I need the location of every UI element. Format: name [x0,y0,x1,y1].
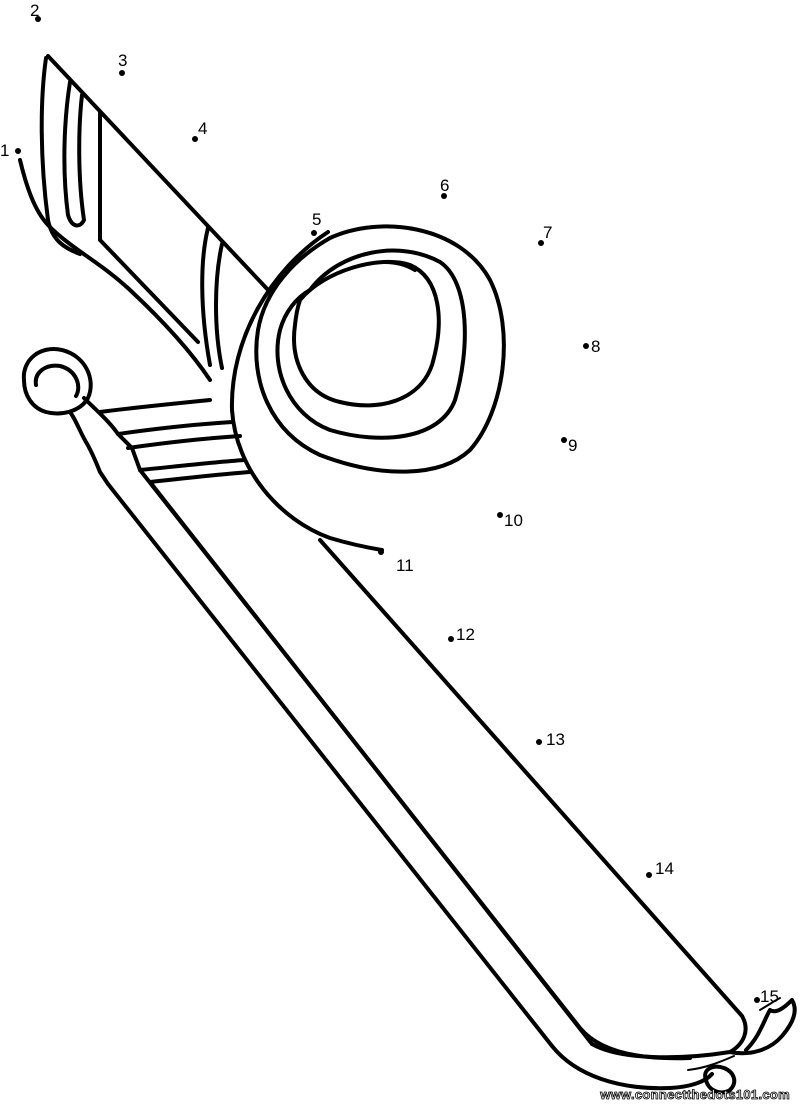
dot-label-3: 3 [118,51,127,70]
dot-1[interactable] [15,148,21,154]
bell-rim-outer [254,224,506,474]
slide-outer-right [138,468,692,1061]
slide-wide-bottom [590,1042,732,1060]
upper-tube-inner-band [200,226,212,367]
crossbar-1 [98,398,212,414]
slide-wide-left [148,480,594,1046]
dot-label-6: 6 [440,176,449,195]
upper-tube-stripe-3 [98,110,200,344]
mouthpiece-inner [33,363,81,398]
dot-11[interactable] [378,549,384,555]
crossbar-4 [138,458,246,472]
upper-tube-stripe-1 [39,56,82,256]
crossbar-3 [126,434,242,450]
dot-7[interactable] [538,240,544,246]
dot-label-15: 15 [760,987,779,1006]
dot-10[interactable] [497,512,503,518]
dot-15[interactable] [754,997,760,1003]
crossbar-2 [116,420,234,436]
dot-6[interactable] [441,193,447,199]
slide-end-detail-2 [759,997,781,1011]
dot-label-11: 11 [396,556,414,575]
dot-label-7: 7 [543,223,552,242]
dot-label-8: 8 [591,337,600,356]
dot-5[interactable] [311,230,317,236]
dot-label-1: 1 [0,141,9,160]
bell-inner-highlight [383,260,417,272]
dot-label-2: 2 [30,1,39,20]
bell-inner-opening [292,260,441,408]
slide-end-hook [728,998,797,1056]
slide-end-detail [687,1055,735,1071]
dot-label-4: 4 [198,119,207,138]
mouthpiece-shank [68,410,110,486]
dot-9[interactable] [561,437,567,443]
dot-4[interactable] [192,136,198,142]
slide-outer-left [106,482,714,1091]
dot-label-5: 5 [312,210,321,229]
slide-end-cap [703,1064,737,1095]
upper-tube-inner-band-2 [214,242,224,370]
dot-13[interactable] [536,739,542,745]
dot-label-12: 12 [456,625,475,644]
dot-label-13: 13 [546,730,565,749]
upper-tube-top-edge [46,54,272,294]
dot-2[interactable] [35,16,41,22]
crossbar-5 [148,470,252,484]
dot-label-14: 14 [655,859,674,878]
mouthpiece-cup [21,347,93,416]
bell-ring-outer [229,230,384,552]
dot-12[interactable] [448,636,454,642]
site-credit: www.connectthedots101.com [600,1087,790,1103]
dot-group: 1 2 3 4 5 6 7 8 9 10 11 12 13 [0,1,779,1006]
bell-outer-left-curve [18,158,212,382]
dot-8[interactable] [583,343,589,349]
dot-label-10: 10 [504,511,523,530]
bell-rim-middle [275,248,467,440]
dot-3[interactable] [119,70,125,76]
slide-wide-right [318,538,748,1054]
upper-tube-stripe-2 [62,80,86,228]
dot-14[interactable] [646,872,652,878]
dot-label-9: 9 [568,436,577,455]
